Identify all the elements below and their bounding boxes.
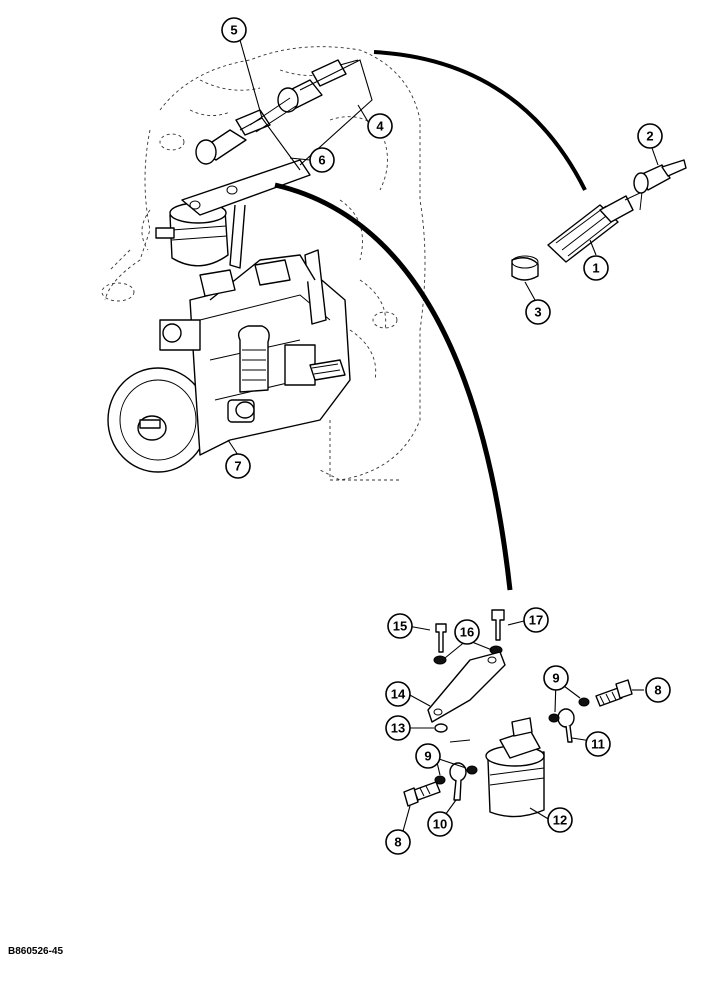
callout-label: 8: [654, 683, 661, 698]
callout-8-right: 8: [645, 677, 671, 703]
callout-16: 16: [454, 619, 480, 645]
callout-label: 4: [376, 119, 384, 134]
callout-label: 14: [391, 687, 406, 702]
callout-11: 11: [585, 731, 611, 757]
callout-label: 8: [394, 835, 401, 850]
callout-label: 16: [460, 625, 474, 640]
callout-14: 14: [385, 681, 411, 707]
injector-detail: [511, 159, 687, 281]
callout-7: 7: [225, 453, 251, 479]
callout-label: 9: [552, 671, 559, 686]
engine-block-illustration: [101, 46, 426, 481]
callout-label: 15: [393, 619, 407, 634]
callout-label: 17: [529, 613, 543, 628]
injection-pump: [107, 249, 351, 473]
callout-label: 2: [646, 129, 653, 144]
engine-fuel-filter: [155, 159, 311, 269]
callout-5: 5: [221, 17, 247, 43]
drawing-code: B860526-45: [8, 946, 64, 957]
injector-lines: [195, 59, 373, 171]
callout-12: 12: [547, 807, 573, 833]
callout-label: 6: [318, 153, 325, 168]
filter-assembly-exploded: [403, 609, 633, 818]
callout-label: 1: [592, 261, 599, 276]
callout-10: 10: [427, 811, 453, 837]
callout-label: 3: [534, 305, 541, 320]
callout-label: 7: [234, 459, 241, 474]
callout-13: 13: [385, 715, 411, 741]
callout-label: 5: [230, 23, 237, 38]
callout-label: 13: [391, 721, 405, 736]
callout-1: 1: [583, 255, 609, 281]
callout-4: 4: [367, 113, 393, 139]
callout-9-top: 9: [543, 665, 569, 691]
callout-3: 3: [525, 299, 551, 325]
callout-label: 10: [433, 817, 447, 832]
callout-label: 11: [591, 737, 605, 752]
callout-8-left: 8: [385, 829, 411, 855]
pointer-arcs: [274, 50, 587, 591]
callout-label: 9: [424, 749, 431, 764]
callout-label: 12: [553, 813, 567, 828]
callout-17: 17: [523, 607, 549, 633]
callout-2: 2: [637, 123, 663, 149]
callout-9-bottom: 9: [415, 743, 441, 769]
callout-15: 15: [387, 613, 413, 639]
callout-6: 6: [309, 147, 335, 173]
